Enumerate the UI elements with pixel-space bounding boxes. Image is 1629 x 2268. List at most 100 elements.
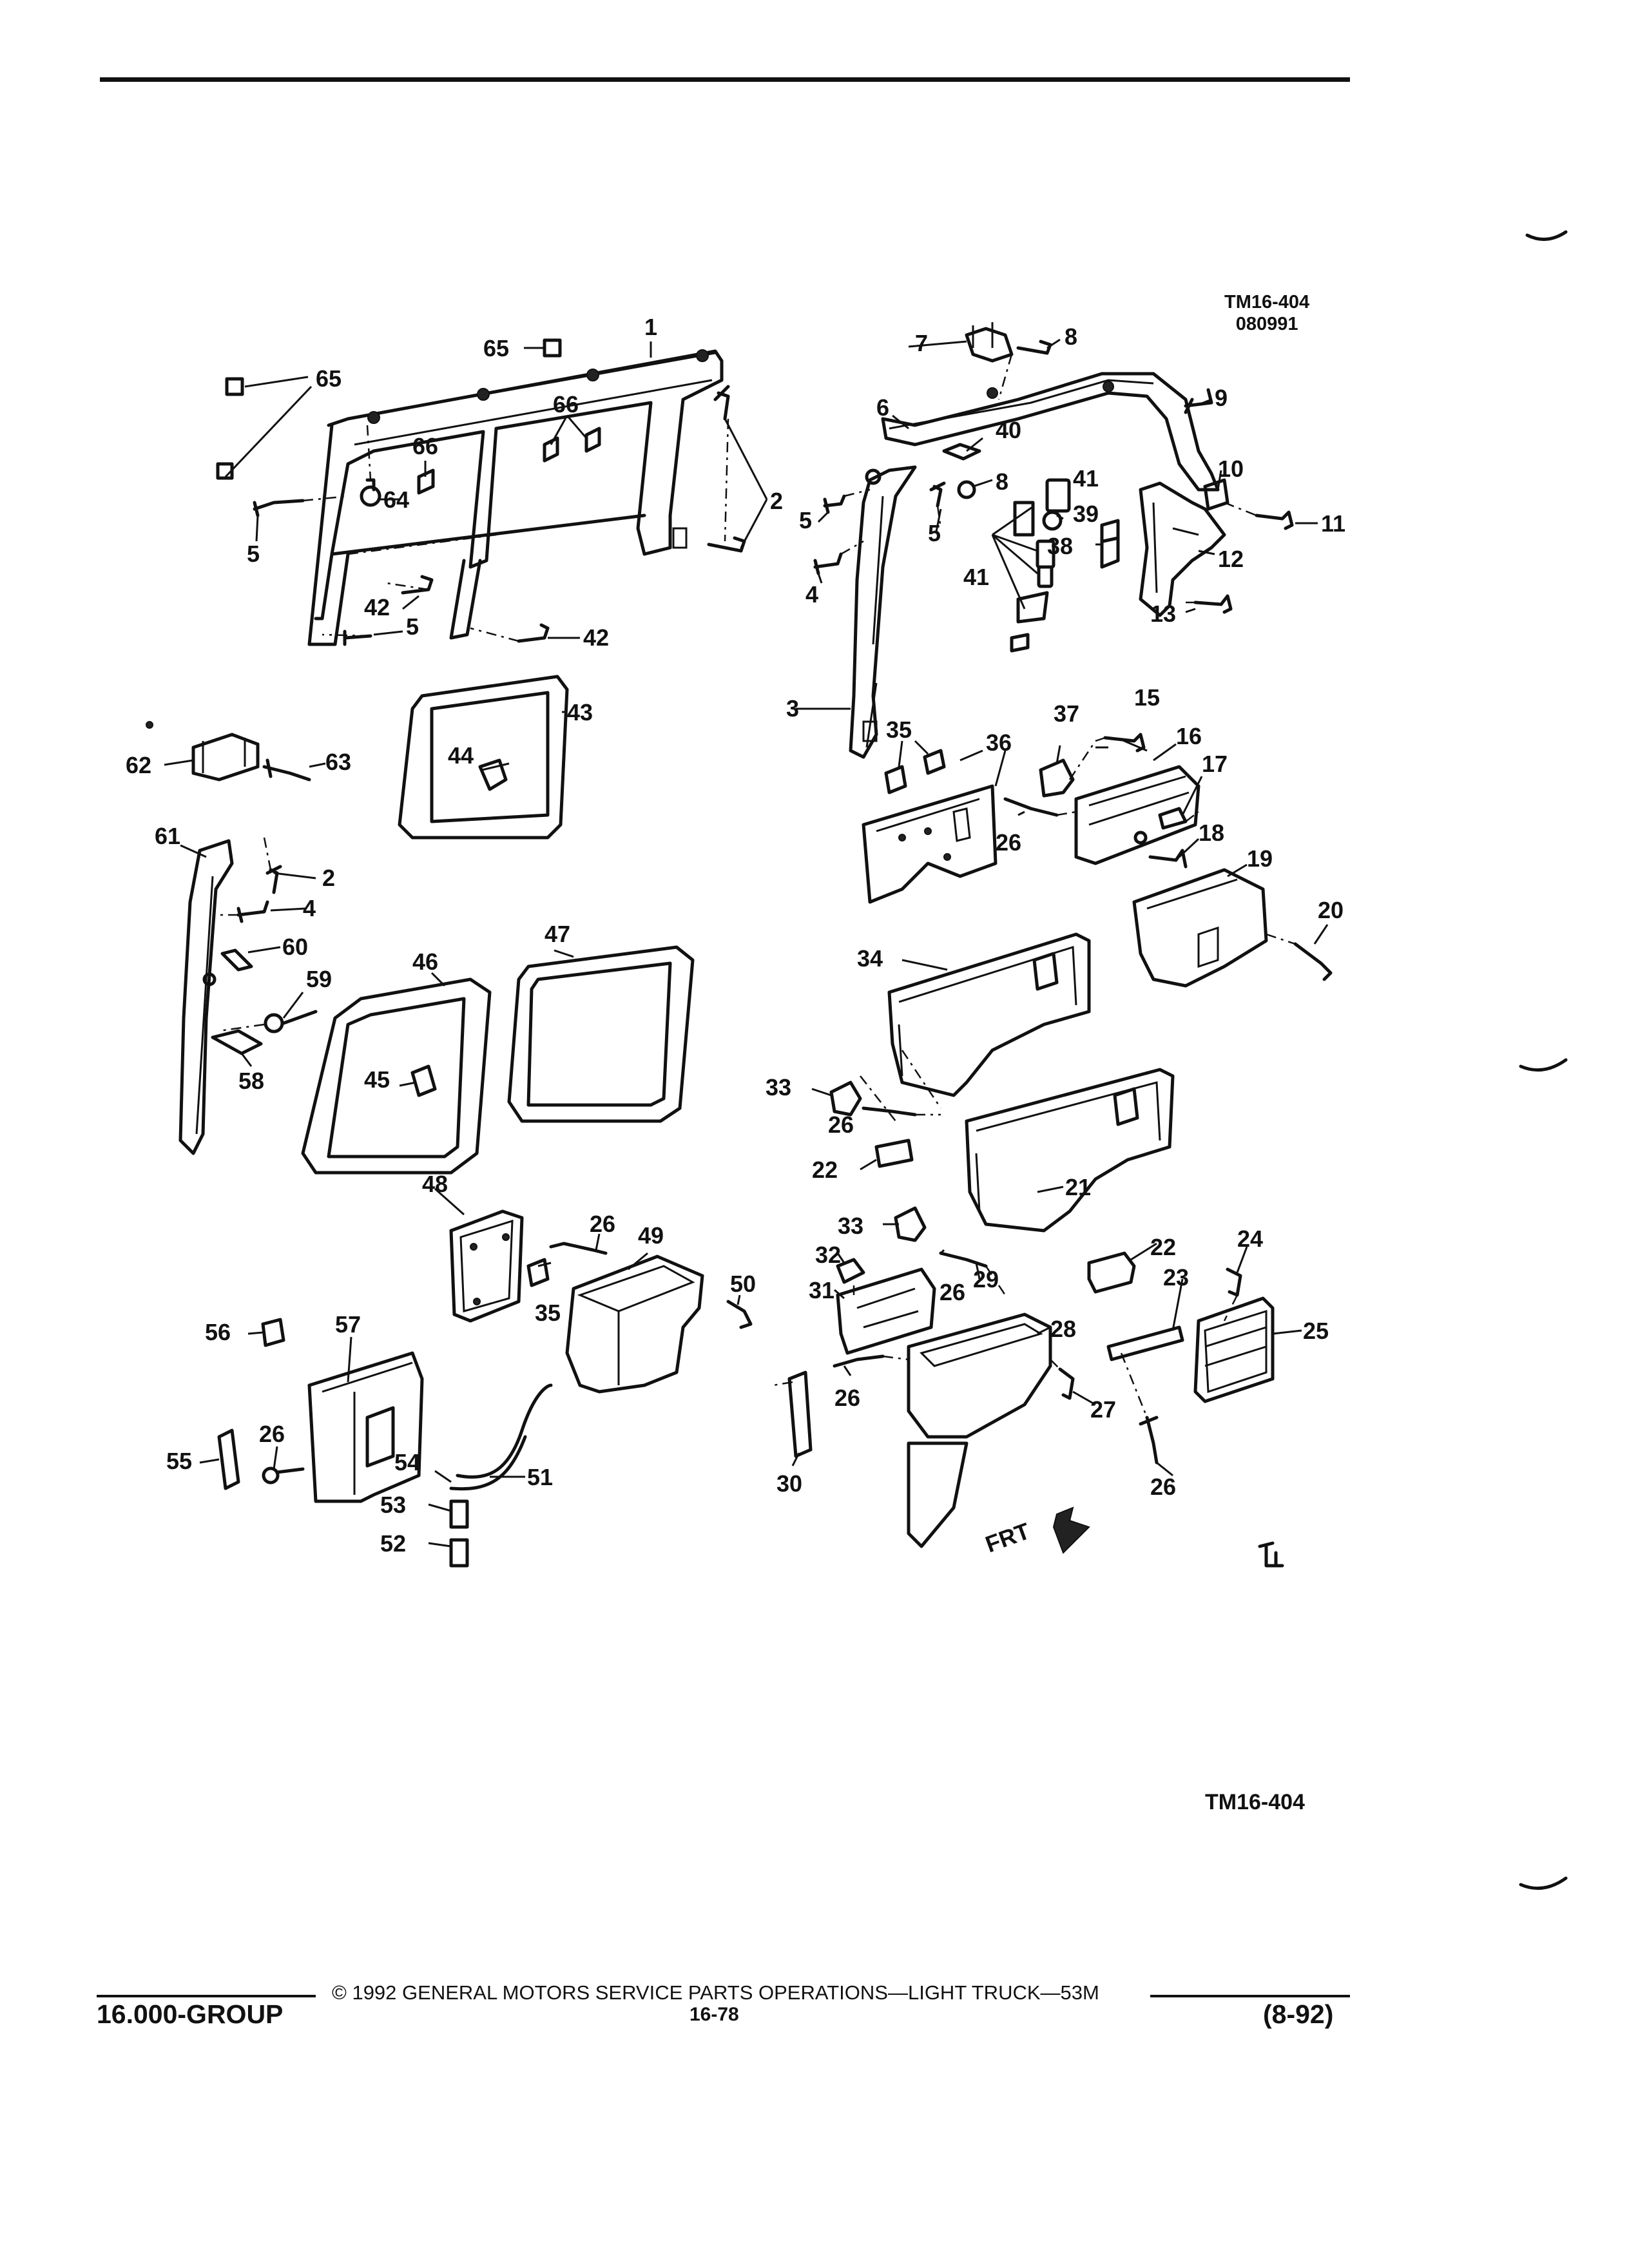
scan-mark [1525,230,1568,241]
callout-53: 53 [380,1492,406,1518]
footer-page-number: 16-78 [689,2004,739,2025]
callout-48: 48 [422,1171,448,1197]
part-26-lower-center [833,1251,988,1368]
callout-26: 26 [828,1111,854,1138]
part-19-housing [1132,868,1268,988]
part-31-handle [836,1267,936,1355]
part-46-window [301,977,492,1175]
part-1-upper-frame [307,349,724,646]
part-35-clips-upper [884,749,946,794]
part-20-screw [1293,942,1333,981]
callout-47: 47 [545,921,570,947]
callout-54: 54 [394,1449,420,1475]
part-6-fasteners [1016,340,1213,414]
callout-10: 10 [1218,456,1244,482]
callout-44: 44 [448,742,474,769]
part-61-fasteners [211,865,318,1055]
callout-63: 63 [325,749,351,775]
part-63-screw [262,758,311,782]
callout-27: 27 [1090,1396,1116,1423]
lower-dashes [773,1265,1239,1418]
callout-3: 3 [786,695,799,722]
callout-35: 35 [535,1300,561,1326]
part-27-screw [1058,1367,1075,1400]
callout-17: 17 [1202,751,1228,777]
callout-15: 15 [1134,684,1160,711]
front-direction-marker: FRT [982,1506,1090,1558]
callout-8: 8 [996,468,1008,495]
top-rule [100,77,1350,82]
part-36-trim-panel [862,784,998,904]
scan-mark [1519,1058,1568,1072]
part-3-pillar [849,465,917,759]
part-1-dashes [302,418,729,642]
callout-60: 60 [282,934,308,960]
callout-39: 39 [1073,501,1099,527]
part-48-bezel [449,1209,524,1323]
callout-35: 35 [886,716,912,743]
callout-41: 41 [963,564,989,590]
part-55-bracket [217,1428,305,1490]
callout-29: 29 [973,1266,999,1293]
callout-5: 5 [406,613,419,640]
part-3-fasteners [813,443,981,575]
callout-49: 49 [638,1222,664,1249]
part-33-lower [894,1206,927,1242]
callout-23: 23 [1163,1264,1189,1291]
callout-4: 4 [303,895,316,921]
part-7-bracket [965,322,1014,363]
callout-31: 31 [809,1277,834,1303]
callout-19: 19 [1247,845,1273,872]
scan-mark [1519,1876,1568,1890]
callout-6: 6 [876,394,889,421]
trim-panel-dashes [860,1050,942,1122]
part-47-window [507,945,695,1123]
part-57-trim [307,1351,424,1503]
callout-22: 22 [1150,1234,1176,1260]
part-28-door-pocket [907,1312,1052,1548]
part-43-window-seal [398,675,569,840]
part-51-54-hose [449,1383,553,1568]
part-16-bracket [1074,765,1200,865]
callout-26: 26 [259,1421,285,1447]
callout-5: 5 [928,520,941,546]
callout-22: 22 [812,1157,838,1183]
callout-56: 56 [205,1319,231,1345]
callout-66: 66 [553,391,579,418]
callout-32: 32 [815,1242,841,1268]
part-50-screw [726,1300,753,1329]
callout-59: 59 [306,966,332,992]
callout-5: 5 [799,507,812,533]
callout-11: 11 [1321,510,1345,537]
footer-rule-left [97,1995,316,1997]
callout-26: 26 [1150,1474,1176,1500]
callout-16: 16 [1176,723,1202,749]
callout-4: 4 [805,581,818,608]
callout-51: 51 [527,1464,553,1490]
figure-code-bottom: TM16-404 [1205,1790,1305,1814]
footer-group: 16.000-GROUP [97,1999,284,2029]
part-24-screw [1226,1267,1242,1297]
callout-5: 5 [247,541,260,567]
callout-24: 24 [1237,1225,1263,1252]
part-6-dashes [840,354,1257,604]
part-30-bracket [787,1370,813,1458]
part-26-35-left [526,1242,608,1287]
upper-trim-dashes [1056,736,1296,945]
callout-65: 65 [483,335,509,361]
leader-lines [164,338,1329,1548]
callout-37: 37 [1054,700,1079,727]
callout-50: 50 [730,1271,756,1297]
callout-25: 25 [1303,1318,1329,1344]
callout-62: 62 [126,752,151,778]
part-25-cover [1193,1296,1275,1403]
callout-43: 43 [567,699,593,726]
callout-38: 38 [1047,533,1073,559]
callout-20: 20 [1318,897,1344,923]
callout-26: 26 [940,1279,965,1305]
footer-revision-date: (8-92) [1263,1999,1334,2029]
callout-36: 36 [986,729,1012,756]
part-38-39 [1042,510,1120,569]
part-6-roof-rail [881,372,1220,492]
